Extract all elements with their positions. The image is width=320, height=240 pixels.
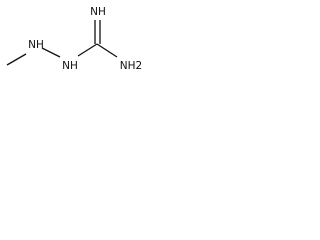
structure-canvas: NH NH NH NH2 xyxy=(0,0,166,88)
imine-nh-label: NH xyxy=(90,6,106,18)
bond-n2-carbon xyxy=(77,43,98,57)
amine-nh2-label: NH2 xyxy=(120,60,142,72)
chemical-structure-diagram: NH NH NH NH2 xyxy=(6,6,142,72)
bond-n1-n2 xyxy=(41,47,61,58)
hydrazine-n1-label: NH xyxy=(28,39,44,51)
hydrazine-n2-label: NH xyxy=(62,60,78,72)
bond-carbon-amine xyxy=(96,43,118,58)
bond-methyl-n1 xyxy=(6,53,27,66)
amine-nh-text: NH2 xyxy=(120,60,142,72)
